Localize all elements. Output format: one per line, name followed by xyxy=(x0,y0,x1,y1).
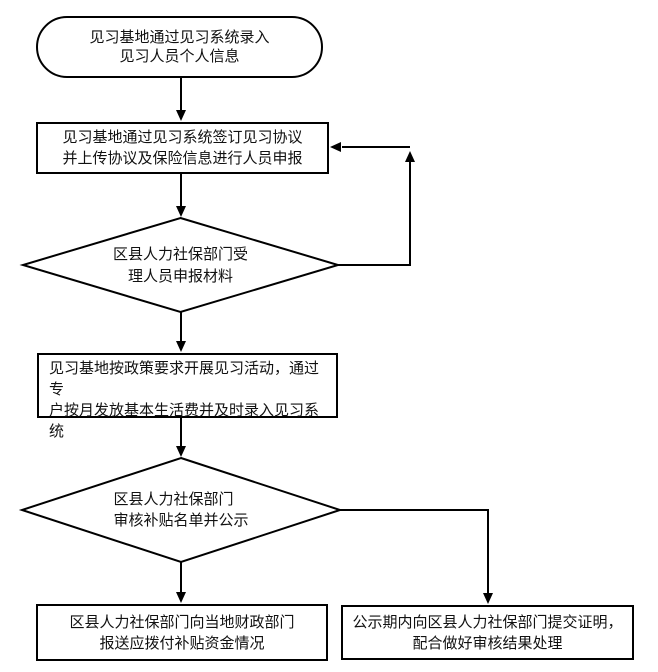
arrowhead-down-accept xyxy=(176,206,186,217)
node-activity-line2: 户按月发放基本生活费并及时录入见习系 xyxy=(49,401,320,419)
node-review-decision-label: 区县人力社保部门 审核补贴名单并公示 xyxy=(22,458,340,562)
node-accept-line1: 区县人力社保部门受 xyxy=(112,245,248,263)
node-accept-decision-label: 区县人力社保部门受 理人员申报材料 xyxy=(23,218,338,312)
node-report-line2: 报送应拨付补贴资金情况 xyxy=(99,633,265,652)
node-declare-process: 见习基地通过见习系统签订见习协议 并上传协议及保险信息进行人员申报 xyxy=(36,122,329,174)
node-evidence-line1: 公示期内向区县人力社保部门提交证明， xyxy=(352,612,623,631)
node-evidence-process: 公示期内向区县人力社保部门提交证明， 配合做好审核结果处理 xyxy=(341,605,634,660)
arrowhead-down-activity xyxy=(176,341,186,352)
arrowhead-up-feedback xyxy=(405,151,415,162)
node-activity-process: 见习基地按政策要求开展见习活动，通过专 户按月发放基本生活费并及时录入见习系 统 xyxy=(37,353,338,440)
node-declare-line1: 见习基地通过见习系统签订见习协议 xyxy=(62,128,303,146)
arrowhead-down-evidence xyxy=(483,593,493,604)
arrowhead-down-report xyxy=(176,592,186,603)
edge-accept-feedback-up xyxy=(338,162,411,266)
arrowhead-down-declare xyxy=(176,110,186,121)
arrowhead-down-review xyxy=(176,446,186,457)
node-activity-line3: 统 xyxy=(49,422,65,440)
node-start-line2: 见习人员个人信息 xyxy=(119,47,240,65)
decision-accept-shape xyxy=(19,216,342,314)
node-evidence-line2: 配合做好审核结果处理 xyxy=(412,633,563,652)
node-accept-line2: 理人员申报材料 xyxy=(127,267,233,285)
decision-review-shape xyxy=(18,456,344,564)
node-review-line1: 区县人力社保部门 xyxy=(113,490,234,508)
node-report-line1: 区县人力社保部门向当地财政部门 xyxy=(69,612,295,631)
node-start-terminator: 见习基地通过见习系统录入 见习人员个人信息 xyxy=(36,16,323,78)
node-review-line2: 审核补贴名单并公示 xyxy=(113,511,249,529)
arrowhead-left-into-declare xyxy=(330,142,341,152)
node-start-line1: 见习基地通过见习系统录入 xyxy=(89,28,270,46)
node-activity-line1: 见习基地按政策要求开展见习活动，通过专 xyxy=(49,359,320,398)
node-declare-line2: 并上传协议及保险信息进行人员申报 xyxy=(62,149,303,167)
node-report-process: 区县人力社保部门向当地财政部门 报送应拨付补贴资金情况 xyxy=(36,604,328,661)
edge-review-evidence xyxy=(340,509,489,594)
